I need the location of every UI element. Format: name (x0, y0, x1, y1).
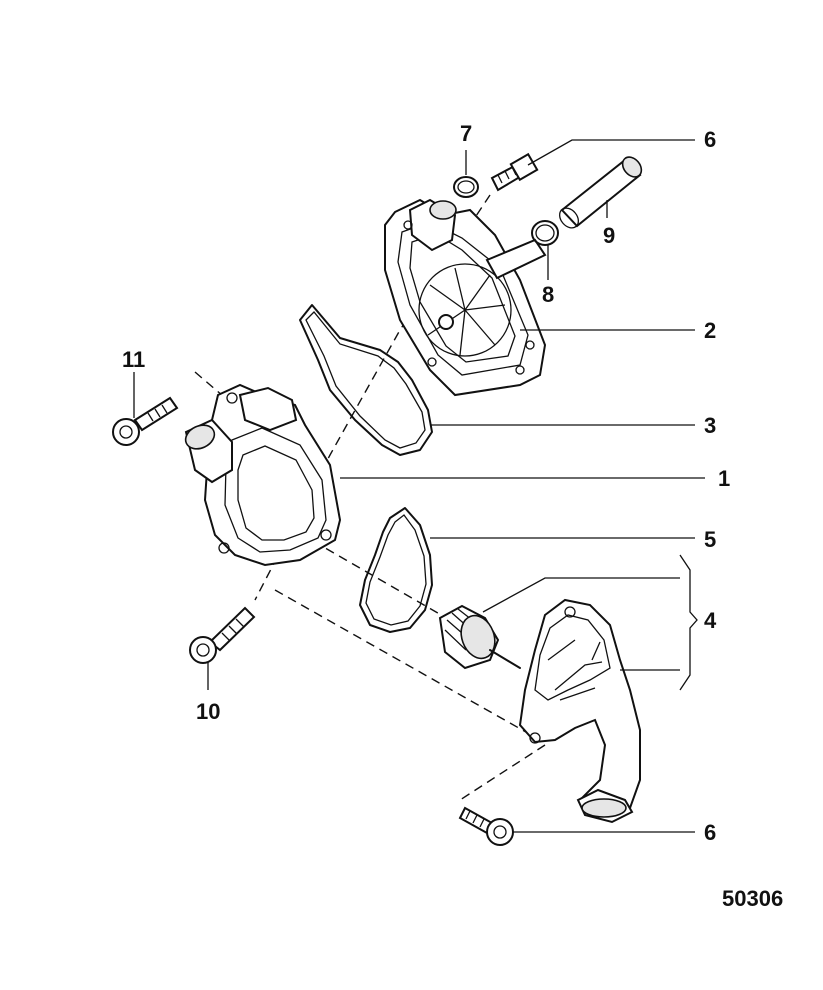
o-ring-small (453, 176, 479, 198)
callout-10: 10 (196, 699, 220, 724)
callout-7: 7 (460, 121, 472, 146)
callout-6-top: 6 (704, 127, 716, 152)
callout-3: 3 (704, 413, 716, 438)
diagram-reference-number: 50306 (722, 886, 783, 911)
bolt-bottom (458, 806, 514, 846)
callout-8: 8 (542, 282, 554, 307)
callout-4: 4 (704, 608, 717, 633)
water-pump-housing (184, 383, 342, 567)
gasket-large (299, 304, 433, 456)
water-pump-body (384, 198, 547, 397)
callout-2: 2 (704, 318, 716, 343)
callout-5: 5 (704, 527, 716, 552)
connecting-pipe (558, 156, 643, 229)
callout-labels: 1 2 3 4 5 6 6 7 8 9 10 11 (122, 121, 730, 845)
callout-1: 1 (718, 466, 730, 491)
callout-9: 9 (603, 223, 615, 248)
leader-lines (133, 139, 705, 833)
callout-11: 11 (122, 347, 145, 372)
thermostat-housing (518, 598, 641, 824)
bolt-left-upper (112, 396, 179, 446)
bolt-left-lower (189, 606, 256, 664)
o-ring-pipe (531, 220, 559, 246)
bolt-top (490, 152, 539, 192)
thermostat (438, 604, 521, 670)
gasket-small (359, 507, 433, 633)
callout-6-bottom: 6 (704, 820, 716, 845)
